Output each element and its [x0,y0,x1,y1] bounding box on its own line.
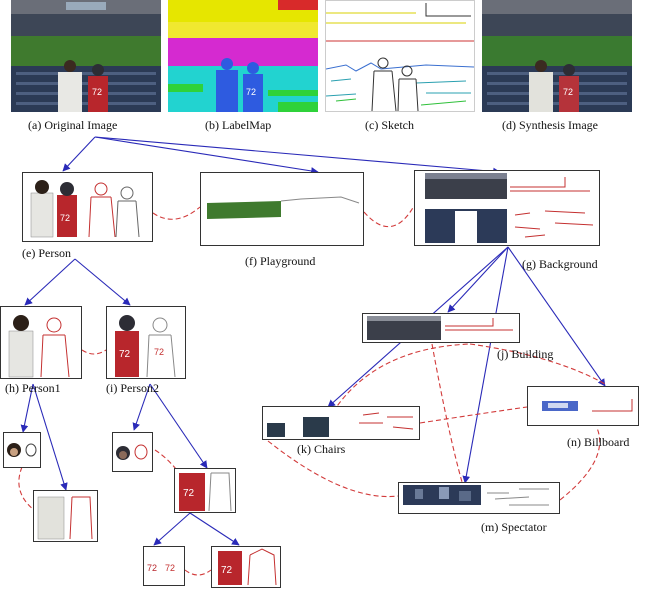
building-node-graphic [367,316,513,340]
spectator-node-graphic [403,485,549,506]
link-a-f [94,136,319,175]
sketch-graphic [326,1,474,111]
person2-head-graphic [116,444,148,460]
node-background [414,170,600,246]
relation-h-i [81,349,107,355]
label-chairs: (k) Chairs [297,442,346,456]
synthesis-image: 72 [482,0,632,112]
number-patch-label: 72 [147,563,157,573]
original-jersey-number: 72 [92,87,102,97]
label-person1: (h) Person1 [5,381,61,395]
person1-head-graphic [7,443,37,457]
caption-synthesis-image: (d) Synthesis Image [502,118,598,132]
relation-k-j [332,343,471,413]
node-billboard [527,386,639,426]
label-spectator: (m) Spectator [481,520,547,534]
person1-body-graphic [37,496,93,540]
node-chairs [262,406,420,440]
label-building: (j) Building [497,347,554,361]
person2-node-graphic: 72 72 [115,315,176,378]
relation-e-f [152,206,201,220]
relation-j-m [431,343,463,483]
link-i2-a [153,512,191,546]
relation-j-n [469,343,606,385]
label-map: 72 [168,0,318,112]
person2-body-jersey-number: 72 [183,488,195,499]
node-person: 72 [22,172,153,242]
relation-i2a-i2b [184,569,212,576]
node-person2: 72 72 [106,306,186,379]
label-map-graphic: 72 [168,0,318,112]
relation-links [18,205,606,576]
label-billboard: (n) Billboard [567,435,630,449]
billboard-node-graphic [542,399,633,412]
node-person2-body: 72 [174,468,236,513]
person-node-graphic: 72 [30,180,140,238]
node-person1-body [33,490,98,542]
jersey-torso-graphic: 72 [218,548,277,586]
link-e-i [74,258,131,306]
relation-k-m [267,440,399,498]
synthesis-jersey-number: 72 [563,87,573,97]
link-e-h [24,258,76,306]
sketch-image [325,0,475,112]
caption-sketch: (c) Sketch [365,118,414,132]
link-i-i1 [132,383,151,431]
person2-jersey-number: 72 [119,349,131,360]
node-spectator [398,482,560,514]
chairs-node-graphic [267,412,414,437]
torso-jersey-number: 72 [221,565,233,576]
link-h-h2 [32,383,68,491]
node-playground [200,172,364,246]
jersey-number-graphic: 72 72 [147,563,175,573]
original-photo-graphic: 72 [11,0,161,112]
node-building [362,313,520,343]
link-g-m [462,246,509,484]
label-playground: (f) Playground [245,254,316,268]
link-i2-b [189,512,240,546]
node-person2-head [112,432,153,472]
relation-k-n [419,406,528,424]
tree-links [20,136,606,546]
link-g-j [447,246,509,313]
person2-body-graphic: 72 [179,472,232,512]
person1-node-graphic [8,315,70,378]
person-jersey-number: 72 [60,213,70,223]
synthesis-photo-graphic: 72 [482,0,632,112]
link-a-e [62,136,96,172]
number-sketch-label: 72 [165,563,175,573]
person2-sketch-number: 72 [154,347,164,357]
link-h-h1 [20,383,34,433]
node-jersey-torso: 72 [211,546,281,588]
link-a-g [94,136,501,176]
label-person2: (i) Person2 [106,381,159,395]
relation-h1-h2 [18,466,35,511]
link-i-i2 [149,383,208,469]
caption-original-image: (a) Original Image [28,118,118,132]
relation-i1-i2 [154,449,177,470]
label-map-jersey-number: 72 [246,87,256,97]
node-jersey-number: 72 72 [143,546,185,586]
background-node-graphic [425,173,594,243]
original-image: 72 [11,0,161,112]
link-g-n [507,246,606,387]
caption-label-map: (b) LabelMap [205,118,272,132]
relation-m-n [559,427,601,501]
node-person1-head [3,432,41,468]
relation-f-g [363,205,415,228]
node-person1 [0,306,82,379]
label-person: (e) Person [22,246,71,260]
playground-node-graphic [207,196,360,219]
label-background: (g) Background [522,257,598,271]
